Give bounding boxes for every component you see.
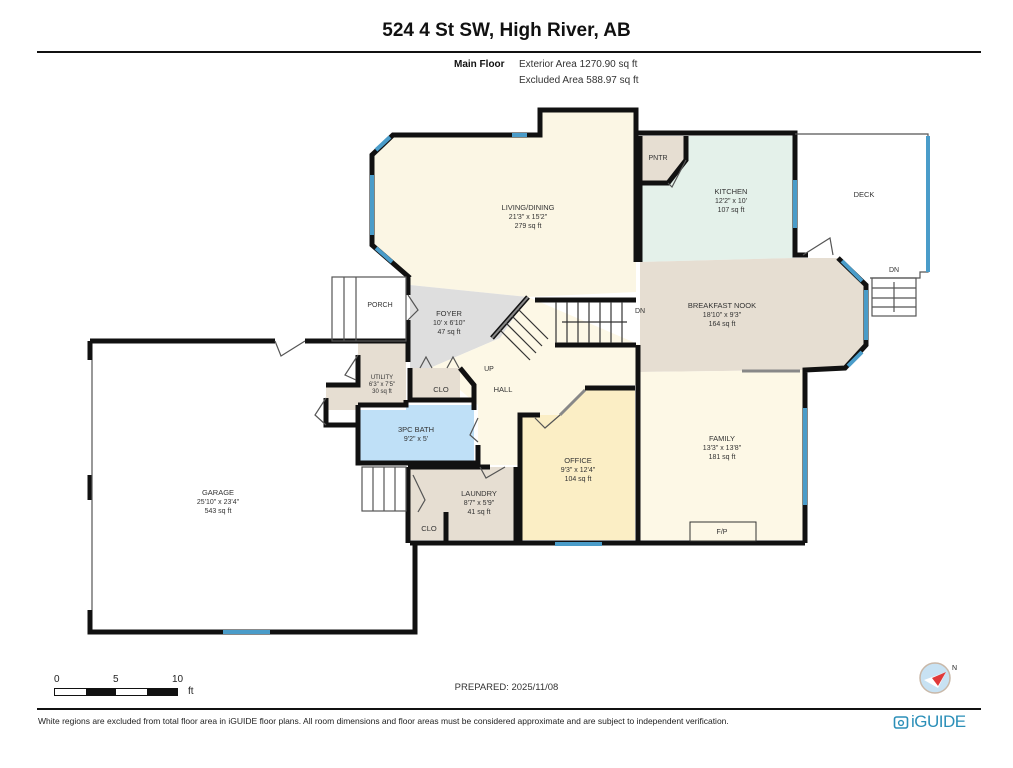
- room-utility: [326, 341, 406, 410]
- scale-tick-10: 10: [172, 674, 184, 685]
- scale-unit: ft: [188, 686, 194, 697]
- label-living-dims: 21'3" x 15'2": [509, 214, 548, 221]
- footer-divider: [37, 708, 981, 710]
- label-laundry-name: LAUNDRY: [461, 489, 497, 498]
- room-laundry: [410, 467, 516, 540]
- floor-name: Main Floor: [454, 59, 505, 70]
- room-foyer: [410, 285, 528, 368]
- label-nook-dims: 18'10" x 9'3": [703, 312, 742, 319]
- label-laundry-area: 41 sq ft: [468, 509, 491, 516]
- header-divider: [37, 51, 981, 53]
- disclaimer: White regions are excluded from total fl…: [38, 716, 729, 726]
- excluded-area: Excluded Area 588.97 sq ft: [519, 75, 639, 86]
- label-closet-foyer: CLO: [433, 385, 449, 394]
- label-closet-laundry: CLO: [421, 524, 437, 533]
- page-title: 524 4 St SW, High River, AB: [382, 20, 631, 41]
- scale-tick-0: 0: [54, 674, 60, 685]
- label-laundry-dims: 8'7" x 5'9": [464, 500, 495, 507]
- label-kitchen-dims: 12'2" x 10': [715, 198, 747, 205]
- label-pantry: PNTR: [648, 155, 667, 162]
- label-family-area: 181 sq ft: [709, 454, 736, 461]
- camera-box-icon: [893, 716, 909, 729]
- label-deck: DECK: [854, 190, 875, 199]
- room-bath: [358, 405, 474, 462]
- label-nook-area: 164 sq ft: [709, 321, 736, 328]
- label-utility-dims: 6'3" x 7'5": [369, 382, 395, 388]
- label-nook-name: BREAKFAST NOOK: [688, 301, 756, 310]
- label-living-area: 279 sq ft: [515, 223, 542, 230]
- label-stairs-up: UP: [484, 366, 494, 373]
- fireplace: [689, 521, 757, 542]
- compass-icon: N: [919, 662, 957, 694]
- floor-summary: Main Floor: [454, 59, 505, 70]
- label-garage-name: GARAGE: [202, 488, 234, 497]
- room-office: [520, 388, 635, 540]
- label-foyer-dims: 10' x 6'10": [433, 320, 466, 327]
- label-family-name: FAMILY: [709, 434, 735, 443]
- label-foyer-area: 47 sq ft: [438, 329, 461, 336]
- label-deck-down: DN: [889, 267, 899, 274]
- scale-tick-5: 5: [113, 674, 119, 685]
- label-bath-name: 3PC BATH: [398, 425, 434, 434]
- label-living-name: LIVING/DINING: [502, 203, 555, 212]
- scale-bar-graphic: [54, 688, 178, 696]
- label-garage-dims: 25'10" x 23'4": [197, 499, 240, 506]
- label-kitchen-area: 107 sq ft: [718, 207, 745, 214]
- label-foyer-name: FOYER: [436, 309, 462, 318]
- room-family: [640, 370, 805, 540]
- label-office-dims: 9'3" x 12'4": [561, 467, 596, 474]
- room-breakfast-nook: [640, 258, 866, 372]
- brand-logo: iGUIDE: [893, 712, 966, 732]
- scale-bar: 0 5 10 ft: [54, 674, 194, 697]
- label-stairs-down: DN: [635, 308, 645, 315]
- room-closet-foyer: [410, 368, 460, 400]
- label-fireplace: F/P: [717, 529, 728, 536]
- label-bath-dims: 9'2" x 5': [404, 436, 428, 443]
- label-office-area: 104 sq ft: [565, 476, 592, 483]
- brand-name: iGUIDE: [911, 712, 966, 731]
- compass-north-label: N: [952, 665, 957, 672]
- exterior-area: Exterior Area 1270.90 sq ft: [519, 59, 638, 70]
- floor-plan: LIVING/DINING 21'3" x 15'2" 279 sq ft PN…: [87, 107, 930, 635]
- label-office-name: OFFICE: [564, 456, 592, 465]
- label-porch: PORCH: [367, 302, 392, 309]
- label-family-dims: 13'3" x 13'8": [703, 445, 742, 452]
- room-kitchen: [640, 136, 793, 262]
- prepared-date: PREPARED: 2025/11/08: [454, 682, 559, 693]
- label-garage-area: 543 sq ft: [205, 508, 232, 515]
- label-kitchen-name: KITCHEN: [715, 187, 748, 196]
- label-utility-area: 30 sq ft: [372, 389, 392, 395]
- room-living-dining: [372, 110, 636, 297]
- label-utility-name: UTILITY: [371, 375, 393, 381]
- room-hall: [430, 297, 640, 465]
- label-hall: HALL: [494, 385, 513, 394]
